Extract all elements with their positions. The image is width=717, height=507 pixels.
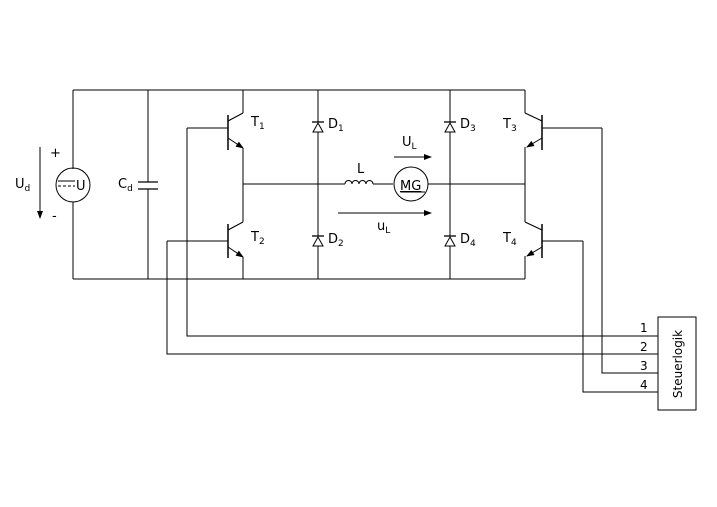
control-wire-2 [166,241,658,355]
voltage-source: U + - Ud [15,146,91,224]
motor-label: MG [400,179,421,194]
pin-4-label: 4 [640,378,648,392]
t4-label: T4 [502,231,517,248]
t3-label: T3 [502,117,517,134]
d2-label: D2 [328,232,344,249]
diode-d3: D3 [444,117,476,134]
control-wires [166,128,658,393]
iL-current-arrow: uL [338,210,432,236]
capacitor-label: Cd [118,177,133,194]
left-leg [242,90,345,279]
control-wire-4 [582,241,658,393]
current-arrow-label: uL [377,219,390,236]
voltage-arrow-label: UL [402,135,417,152]
steuerlogik-box [657,316,697,411]
controller-box: Steuerlogik 1 2 3 4 [640,316,697,411]
diode-d1: D1 [312,117,344,134]
uL-voltage-arrow: UL [394,135,432,160]
d1-label: D1 [328,117,344,134]
inductor: L [344,162,393,185]
plus-sign: + [50,146,61,161]
transistor-t1: T1 [187,112,265,152]
minus-sign: - [52,209,57,224]
capacitor: Cd [118,90,158,279]
source-voltage-label: Ud [15,177,30,194]
motor-generator: MG [393,166,525,202]
source-circle [55,167,91,203]
transistor-t2: T2 [167,221,265,260]
t1-label: T1 [250,115,265,132]
transistor-t3: T3 [502,112,602,152]
pin-1-label: 1 [640,321,648,335]
source-symbol: U [76,179,86,194]
inductor-coil [344,180,374,185]
pin-3-label: 3 [640,359,648,373]
d3-label: D3 [460,117,476,134]
control-wire-1 [186,128,658,337]
transistor-t4: T4 [502,221,583,260]
diode-d2: D2 [312,232,344,249]
control-wire-3 [601,128,658,374]
inductor-label: L [357,162,365,177]
pin-2-label: 2 [640,340,648,354]
t2-label: T2 [250,230,265,247]
d4-label: D4 [460,232,476,249]
steuerlogik-label: Steuerlogik [671,330,685,398]
diode-d4: D4 [444,232,476,249]
